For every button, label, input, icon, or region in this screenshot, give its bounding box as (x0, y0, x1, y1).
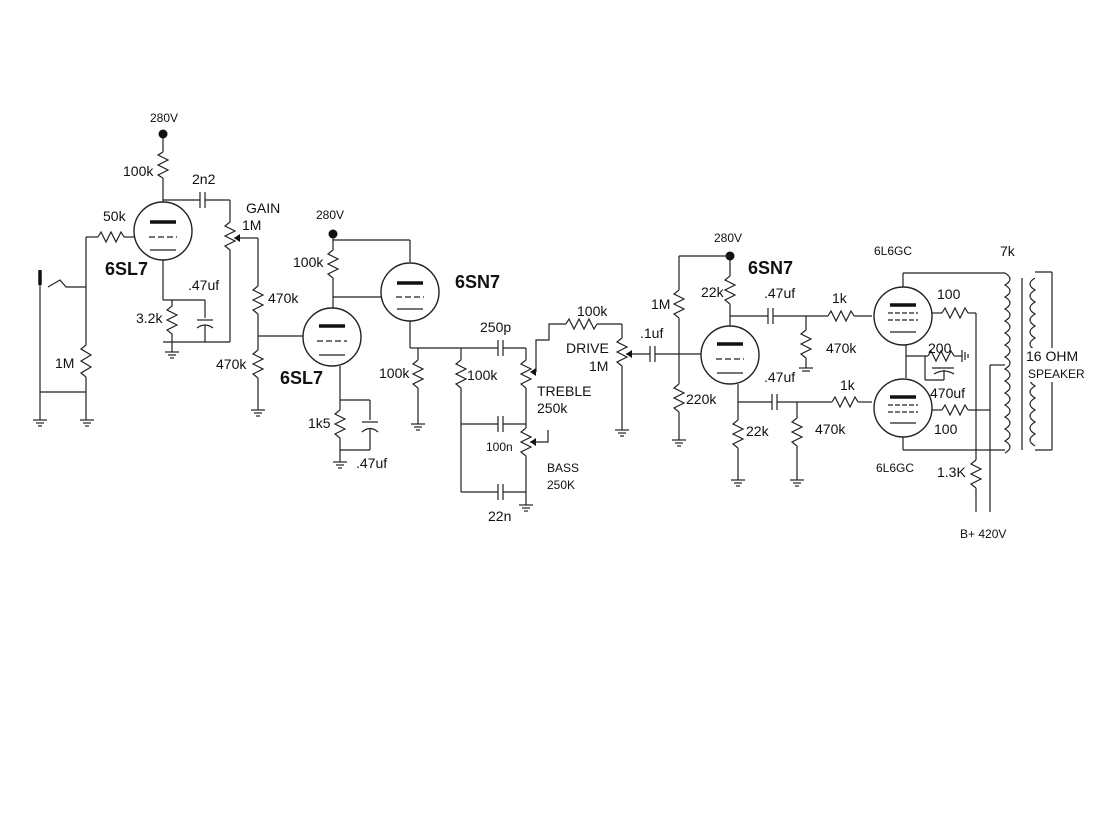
resistor-470k-b (251, 349, 265, 379)
label-100k-slope: 100k (467, 367, 498, 383)
label-drive-value: 1M (589, 358, 608, 374)
label-47uf-3: .47uf (764, 285, 795, 301)
label-treble-value: 250k (537, 400, 568, 416)
tube-label-p2: 6L6GC (876, 461, 914, 475)
resistor-22k-cathode (731, 419, 745, 449)
resistor-470k-d (790, 417, 804, 447)
resistor-3k2 (165, 300, 179, 342)
bplus-label: B+ 420V (960, 527, 1006, 541)
label-250p: 250p (480, 319, 511, 335)
label-100n: 100n (486, 440, 513, 454)
resistor-1k5 (333, 409, 347, 439)
pot-drive (615, 337, 629, 367)
resistor-1-3k (969, 459, 983, 489)
tube-v1 (133, 201, 193, 261)
supply-node-1 (158, 129, 168, 139)
label-1m-input: 1M (55, 355, 74, 371)
input-jack (38, 270, 86, 420)
label-speaker-2: SPEAKER (1028, 367, 1085, 381)
label-3k2: 3.2k (136, 310, 163, 326)
tube-label-v4: 6SN7 (748, 258, 793, 278)
tube-v3 (380, 262, 440, 322)
label-drive: DRIVE (566, 340, 609, 356)
label-50k: 50k (103, 208, 127, 224)
resistor-100k-plate2 (326, 249, 340, 279)
label-100k-plate1: 100k (123, 163, 154, 179)
tube-p2 (873, 378, 933, 438)
label-100-a: 100 (937, 286, 961, 302)
label-100k-cathode: 100k (379, 365, 410, 381)
label-200: 200 (928, 340, 952, 356)
resistor-1m-input (79, 344, 93, 378)
label-220k: 220k (686, 391, 717, 407)
label-1k5: 1k5 (308, 415, 331, 431)
resistor-200 (927, 349, 955, 363)
label-2n2: 2n2 (192, 171, 216, 187)
pot-gain (223, 221, 237, 251)
supply-label-1: 280V (150, 111, 178, 125)
resistor-100k-cathode (411, 359, 425, 389)
label-22n: 22n (488, 508, 511, 524)
resistor-50k (97, 230, 125, 244)
label-speaker-1: 16 OHM (1026, 348, 1078, 364)
tube-label-p1: 6L6GC (874, 244, 912, 258)
label-gain: GAIN (246, 200, 280, 216)
output-transformer (1003, 271, 1053, 454)
label-1uf: .1uf (640, 325, 663, 341)
label-470k-a: 470k (268, 290, 299, 306)
tube-p1 (873, 286, 933, 346)
resistor-100k-plate1 (156, 151, 170, 179)
resistor-470k-a (251, 285, 265, 315)
supply-label-3: 280V (714, 231, 742, 245)
supply-node-2 (328, 229, 338, 239)
label-100k-plate2: 100k (293, 254, 324, 270)
label-gain-value: 1M (242, 217, 261, 233)
label-1m-pi: 1M (651, 296, 670, 312)
label-1k-b: 1k (840, 377, 856, 393)
resistor-1k-a (827, 309, 855, 323)
resistor-100-b (941, 403, 969, 417)
tube-v4 (700, 325, 760, 385)
resistor-220k (672, 383, 686, 413)
ground-symbol (33, 419, 94, 427)
tube-label-v2: 6SL7 (280, 368, 323, 388)
resistor-1k-b (831, 395, 859, 409)
label-bass-value: 250K (547, 478, 575, 492)
label-47uf-4: .47uf (764, 369, 795, 385)
label-22k-plate: 22k (701, 284, 725, 300)
label-treble: TREBLE (537, 383, 591, 399)
tube-v2 (302, 307, 362, 367)
label-47uf-1: .47uf (188, 277, 219, 293)
label-470k-c: 470k (826, 340, 857, 356)
resistor-470k-c (799, 329, 813, 359)
pot-bass (519, 427, 533, 457)
label-1k-a: 1k (832, 290, 848, 306)
pot-treble (519, 359, 533, 389)
tube-label-v1: 6SL7 (105, 259, 148, 279)
label-470uf: 470uf (930, 385, 965, 401)
label-bass: BASS (547, 461, 579, 475)
resistor-100-a (941, 306, 969, 320)
label-100k-mixer: 100k (577, 303, 608, 319)
label-22k-cathode: 22k (746, 423, 770, 439)
label-ot-impedance: 7k (1000, 243, 1016, 259)
supply-label-2: 280V (316, 208, 344, 222)
resistor-100k-slope (454, 359, 468, 389)
label-100-b: 100 (934, 421, 958, 437)
label-47uf-2: .47uf (356, 455, 387, 471)
resistor-100k-mixer (565, 317, 598, 331)
label-470k-d: 470k (815, 421, 846, 437)
resistor-22k-plate (723, 275, 737, 305)
label-470k-b: 470k (216, 356, 247, 372)
label-1-3k: 1.3K (937, 464, 966, 480)
resistor-1m-pi (672, 289, 686, 319)
tube-label-v3: 6SN7 (455, 272, 500, 292)
